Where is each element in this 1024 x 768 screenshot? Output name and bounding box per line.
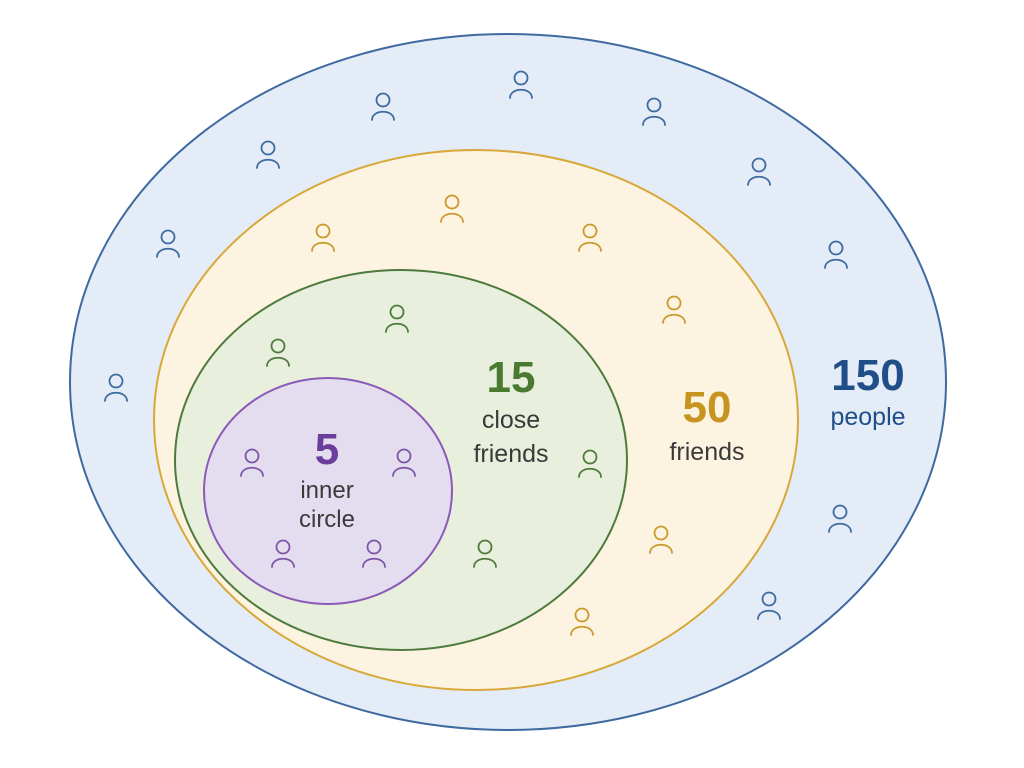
person-icon — [362, 539, 386, 568]
person-icon — [747, 157, 771, 186]
person-icon — [578, 449, 602, 478]
inner-circle-label-line1: inner — [300, 477, 353, 504]
person-icon — [385, 304, 409, 333]
inner-circle-icons — [240, 448, 416, 568]
person-icon — [371, 92, 395, 121]
person-icon — [156, 229, 180, 258]
person-icon — [266, 338, 290, 367]
friends-label: friends — [669, 438, 744, 466]
inner-circle-count: 5 — [315, 425, 339, 474]
person-icon — [824, 240, 848, 269]
friends-icons — [311, 194, 686, 636]
person-icon — [392, 448, 416, 477]
close-friends-count: 15 — [487, 353, 536, 402]
person-icon — [757, 591, 781, 620]
person-icon — [311, 223, 335, 252]
people-count: 150 — [831, 351, 904, 400]
person-icon — [828, 504, 852, 533]
friends-count: 50 — [683, 383, 732, 432]
person-icon — [473, 539, 497, 568]
person-icon — [662, 295, 686, 324]
close-friends-label-line1: close — [482, 406, 540, 434]
inner-circle-label-line2: circle — [299, 506, 355, 533]
people-label: people — [830, 403, 905, 431]
person-icon — [649, 525, 673, 554]
person-icon — [240, 448, 264, 477]
person-icon — [104, 373, 128, 402]
person-icon — [256, 140, 280, 169]
person-icon — [642, 97, 666, 126]
person-icon — [440, 194, 464, 223]
person-icon — [509, 70, 533, 99]
close-friends-icons — [266, 304, 602, 568]
person-icon — [271, 539, 295, 568]
person-icon — [570, 607, 594, 636]
close-friends-label-line2: friends — [473, 440, 548, 468]
person-icon — [578, 223, 602, 252]
inner-circle-ring — [203, 377, 453, 605]
people-icons — [104, 70, 852, 620]
